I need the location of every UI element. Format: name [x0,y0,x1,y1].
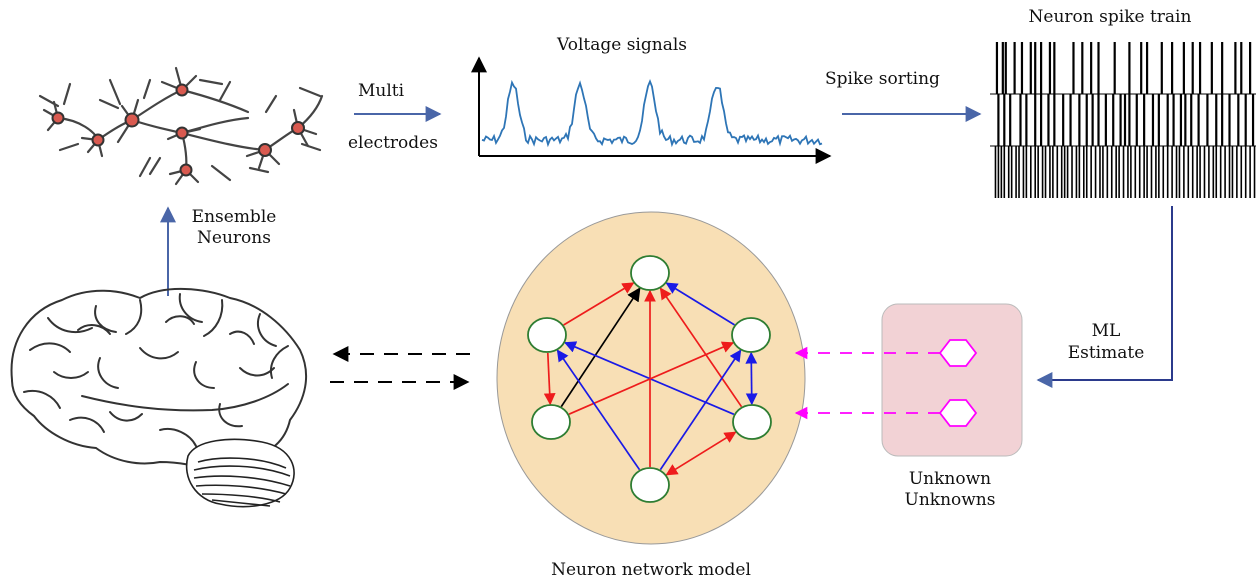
unknowns-label: Unknowns [905,490,996,510]
neuron-body [258,143,272,157]
voltage-plot [471,56,832,164]
spike-sorting-label: Spike sorting [825,69,940,89]
network-edge [568,341,735,415]
network-node-lower-left [531,404,571,440]
network-node-lower-right [732,404,772,440]
network-edge [560,287,641,408]
neuron-body [175,83,189,97]
network-edge [556,349,641,471]
hidden-node-hexagon [938,399,978,427]
network-edge [563,282,635,326]
network-edges [543,282,758,476]
cerebellum [185,438,295,508]
voltage-signals-title: Voltage signals [556,35,687,55]
network-edge [665,282,735,326]
ml-label: ML [1092,321,1121,341]
electrodes-label: electrodes [348,133,438,153]
spike-train-title: Neuron spike train [1029,7,1192,27]
network-edge [745,351,758,406]
voltage-signal-trace [481,78,823,148]
neuron-cell-bodies [51,83,305,177]
neurons-label: Neurons [197,228,271,248]
network-nodes [527,255,772,503]
unknown-unknowns-box [881,303,1023,457]
hidden-node-hexagon [938,339,978,367]
estimate-label: Estimate [1068,343,1145,363]
brain-illustration [10,288,308,474]
neuron-body [124,112,140,128]
network-edge [543,352,556,406]
network-node-upper-left [527,317,567,353]
network-edge [659,287,743,408]
network-node-top [630,255,670,291]
neuron-body [179,163,193,177]
network-node-bottom [630,467,670,503]
spike-train-raster [990,42,1256,198]
network-node-upper-right [731,317,771,353]
neuron-body [91,133,105,147]
network-model-title: Neuron network model [551,560,751,580]
multi-label: Multi [358,81,405,101]
network-edge [665,431,737,476]
ensemble-label: Ensemble [192,207,277,227]
ml-estimate-arrow [1036,206,1173,388]
unknown-label: Unknown [909,469,991,489]
neuron-body [175,126,189,140]
neuron-body [51,111,65,125]
neuron-body [291,121,305,135]
